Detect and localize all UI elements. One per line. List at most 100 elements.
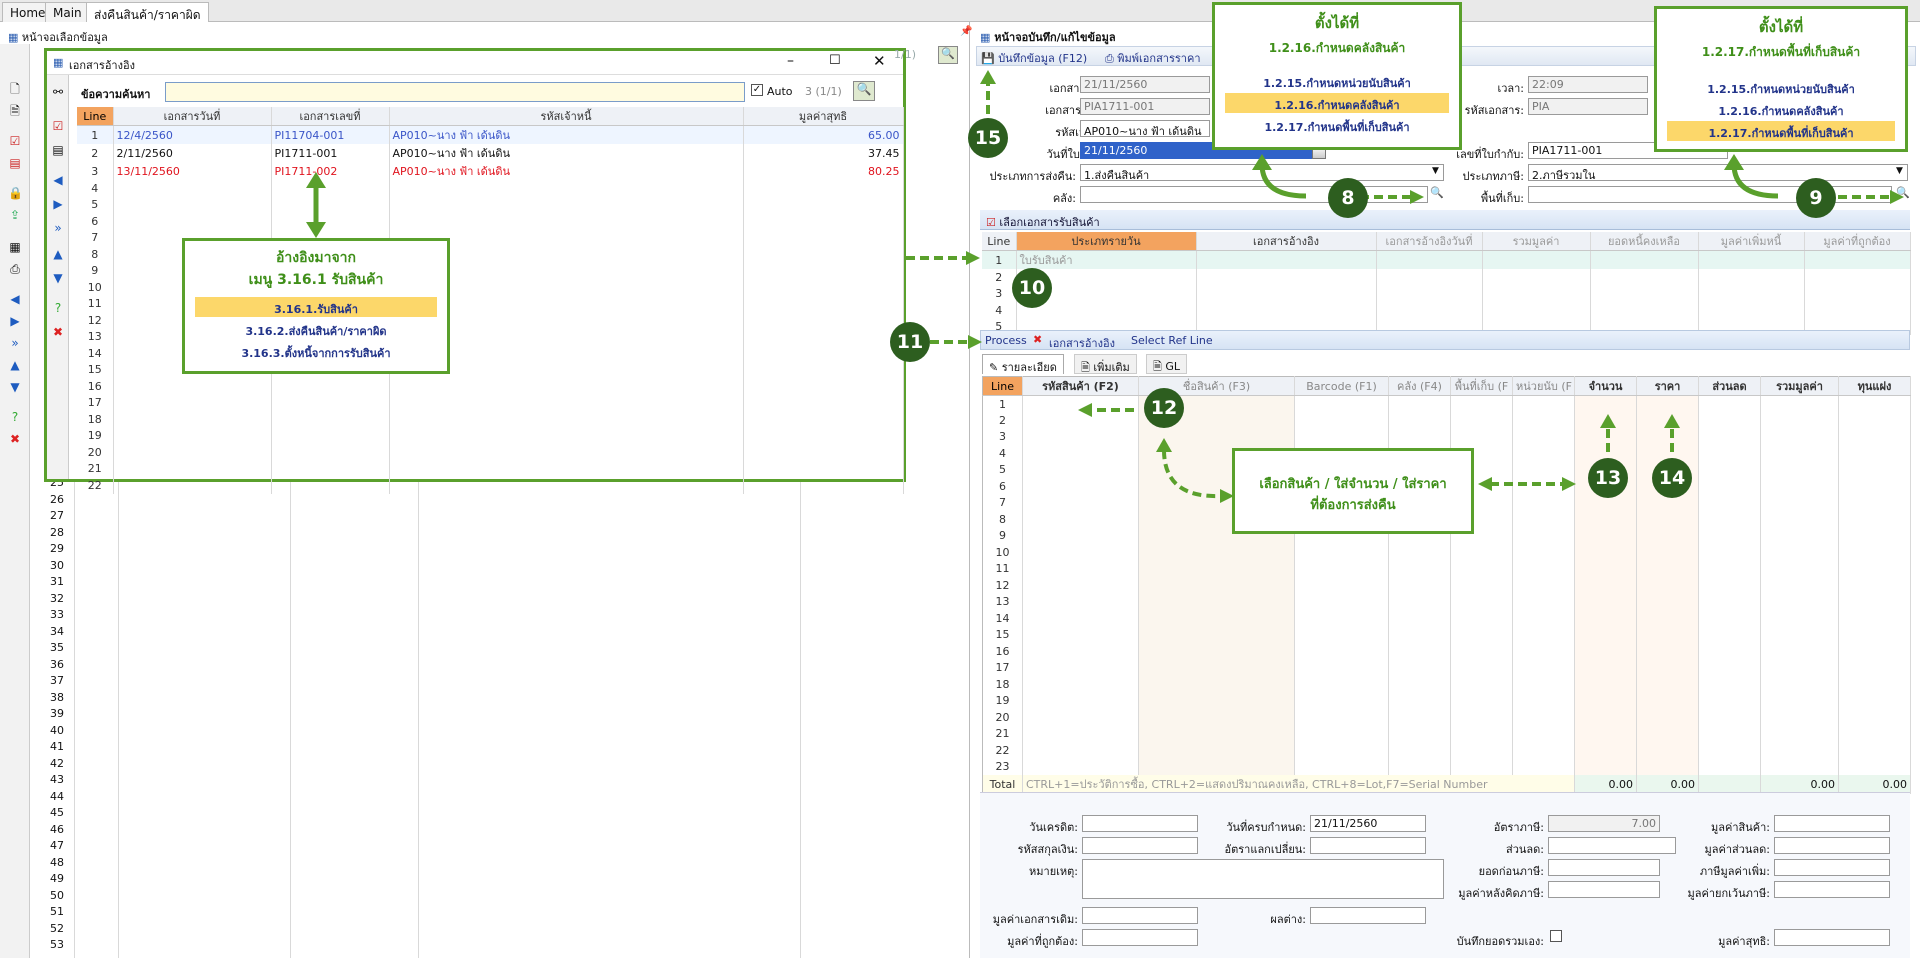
item-col-4[interactable]: คลัง (F4)	[1388, 376, 1451, 396]
manual-total-checkbox[interactable]	[1550, 930, 1562, 942]
lock-icon[interactable]: 🔒	[8, 186, 23, 200]
list-icon[interactable]: ▦	[9, 240, 21, 254]
tab-more[interactable]: 🗎 เพิ่มเติม	[1074, 354, 1137, 374]
item-row[interactable]: 11	[982, 560, 1911, 577]
item-row[interactable]: 19	[982, 692, 1911, 709]
time-field[interactable]: 22:09	[1528, 76, 1648, 93]
tab-main[interactable]: Main	[45, 2, 90, 22]
col-doc-date[interactable]: เอกสารวันที่	[113, 107, 272, 126]
item-col-5[interactable]: พื้นที่เก็บ (F	[1450, 376, 1513, 396]
item-col-8[interactable]: ราคา	[1636, 376, 1699, 396]
ref-col-0[interactable]: Line	[982, 232, 1017, 251]
link-icon[interactable]: ⚯	[52, 85, 64, 99]
ref-col-3[interactable]: เอกสารอ้างอิงวันที่	[1376, 232, 1483, 251]
arrow-up-icon[interactable]: ▲	[53, 247, 63, 261]
exempt-field[interactable]	[1774, 881, 1890, 898]
item-col-11[interactable]: ทุนแฝง	[1838, 376, 1911, 396]
new-doc-icon[interactable]: 🗋	[10, 82, 20, 96]
help-icon[interactable]: ?	[11, 410, 19, 424]
table-row[interactable]: 18	[77, 411, 904, 428]
help-icon[interactable]: ?	[54, 301, 62, 315]
maximize-icon[interactable]: ☐	[829, 53, 841, 68]
arrow-up-icon[interactable]: ▲	[10, 358, 20, 372]
after-tax-field[interactable]	[1548, 881, 1660, 898]
item-row[interactable]: 10	[982, 544, 1911, 561]
tax-type-select[interactable]: 2.ภาษีรวมใน	[1528, 164, 1908, 181]
close-icon[interactable]: ✕	[873, 52, 886, 70]
tab-return-goods[interactable]: ส่งคืนสินค้า/ราคาผิด	[86, 2, 209, 22]
process-button[interactable]: Process	[985, 334, 1027, 347]
table-row[interactable]: 6	[77, 213, 904, 230]
col-doc-no[interactable]: เอกสารเลขที่	[271, 107, 390, 126]
credit-days-field[interactable]	[1082, 815, 1198, 832]
select-ref-line-button[interactable]: Select Ref Line	[1131, 334, 1213, 347]
doc-code-field[interactable]: PIA	[1528, 98, 1648, 115]
ref-col-4[interactable]: รวมมูลค่า	[1482, 232, 1591, 251]
ref-col-1[interactable]: ประเภทรายวัน	[1016, 232, 1197, 251]
table-row[interactable]: 20	[77, 444, 904, 461]
item-col-3[interactable]: Barcode (F1)	[1294, 376, 1389, 396]
checklist-icon[interactable]: ☑	[9, 134, 21, 148]
item-row[interactable]: 20	[982, 709, 1911, 726]
tax-rate-field[interactable]: 7.00	[1548, 815, 1660, 832]
ref-row[interactable]: 3	[982, 285, 1911, 302]
item-row[interactable]: 3	[982, 428, 1911, 445]
chevron-down-icon[interactable]: ▼	[1432, 166, 1439, 176]
table-row[interactable]: 16	[77, 378, 904, 395]
item-row[interactable]: 13	[982, 593, 1911, 610]
close-red-icon[interactable]: ✖	[1033, 333, 1043, 346]
creditor-field[interactable]: AP010~นาง ฟ้า เด้นดิน	[1080, 120, 1210, 137]
close-red-icon[interactable]: ✖	[52, 325, 64, 339]
arrow-down-icon[interactable]: ▼	[53, 271, 63, 285]
ref-col-6[interactable]: มูลค่าเพิ่มหนี้	[1698, 232, 1805, 251]
doc-date-field[interactable]: 21/11/2560	[1080, 76, 1210, 93]
ref-row[interactable]: 2	[982, 269, 1911, 286]
printer-icon[interactable]: ⎙	[10, 262, 20, 276]
table-row[interactable]: 17	[77, 394, 904, 411]
tab-home[interactable]: Home	[2, 2, 54, 22]
remark-field[interactable]	[1082, 859, 1444, 899]
col-amount[interactable]: มูลค่าสุทธิ	[743, 107, 904, 126]
export-icon[interactable]: ⇪	[9, 208, 21, 222]
save-button[interactable]: 💾 บันทึกข้อมูล (F12)	[981, 52, 1088, 65]
net-field[interactable]	[1774, 929, 1890, 946]
col-line[interactable]: Line	[77, 107, 114, 126]
search-button[interactable]: 🔍	[853, 81, 875, 101]
arrow-right-icon[interactable]: ▶	[10, 314, 20, 328]
vat-field[interactable]	[1774, 859, 1890, 876]
item-row[interactable]: 18	[982, 676, 1911, 693]
auto-checkbox[interactable]: ✓	[751, 84, 763, 96]
search-input[interactable]	[165, 82, 745, 102]
correct-value-field[interactable]	[1082, 929, 1198, 946]
ref-row[interactable]: 4	[982, 302, 1911, 319]
item-row[interactable]: 12	[982, 577, 1911, 594]
pin-icon[interactable]: 📌	[960, 26, 973, 37]
table-row[interactable]: 4	[77, 180, 904, 197]
goods-value-field[interactable]	[1774, 815, 1890, 832]
item-row[interactable]: 17	[982, 659, 1911, 676]
ref-col-2[interactable]: เอกสารอ้างอิง	[1196, 232, 1377, 251]
table-row[interactable]: 19	[77, 427, 904, 444]
arrow-left-icon[interactable]: ◀	[10, 292, 20, 306]
item-row[interactable]: 15	[982, 626, 1911, 643]
currency-field[interactable]	[1082, 837, 1198, 854]
item-col-6[interactable]: หน่วยนับ (F	[1512, 376, 1575, 396]
item-row[interactable]: 23	[982, 758, 1911, 775]
table-row[interactable]: 5	[77, 196, 904, 213]
exchange-field[interactable]	[1310, 837, 1426, 854]
col-creditor[interactable]: รหัสเจ้าหนี้	[389, 107, 744, 126]
report-icon[interactable]: ▤	[9, 156, 21, 170]
print-button[interactable]: ⎙ พิมพ์เอกสารราคา	[1105, 52, 1201, 65]
orig-value-field[interactable]	[1082, 907, 1198, 924]
table-row[interactable]: 21	[77, 460, 904, 477]
item-row[interactable]: 16	[982, 643, 1911, 660]
doc-no-field[interactable]: PIA1711-001	[1080, 98, 1210, 115]
item-row[interactable]: 14	[982, 610, 1911, 627]
peek-search-button[interactable]: 🔍	[938, 46, 958, 64]
arrow-down-icon[interactable]: ▼	[10, 380, 20, 394]
tab-details[interactable]: ✎ รายละเอียด	[982, 354, 1064, 374]
warehouse-search-icon[interactable]: 🔍	[1430, 186, 1444, 199]
due-date-field[interactable]: 21/11/2560	[1310, 815, 1426, 832]
